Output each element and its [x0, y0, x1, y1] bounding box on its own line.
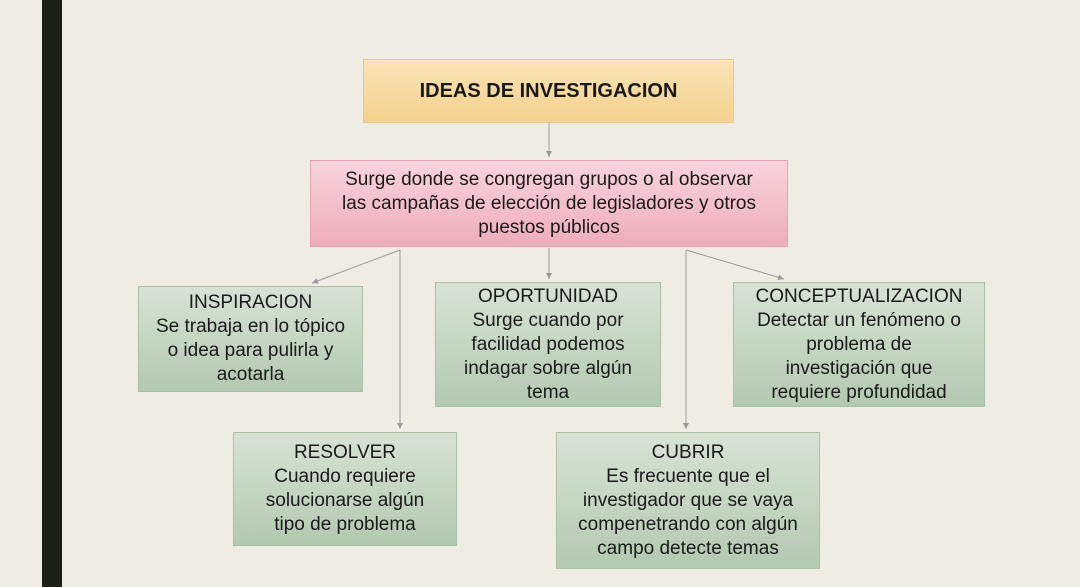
node-line: Se trabaja en lo tópico	[155, 316, 346, 337]
left-accent-bar	[42, 0, 62, 587]
subtitle-line: Surge donde se congregan grupos o al obs…	[345, 168, 753, 190]
node-line: problema de	[806, 333, 912, 355]
node-line: tema	[526, 381, 570, 403]
node-line: investigador que se vaya	[582, 489, 794, 511]
node-line: tipo de problema	[274, 514, 416, 535]
node-line: requiere profundidad	[771, 381, 947, 403]
node-oportunidad: OPORTUNIDAD Surge cuando por facilidad p…	[435, 282, 661, 407]
node-line: solucionarse algún	[265, 490, 425, 511]
title-box: IDEAS DE INVESTIGACION	[363, 59, 734, 123]
connector-to-conceptualizacion	[685, 249, 785, 281]
node-heading: CONCEPTUALIZACION	[755, 285, 963, 307]
node-line: facilidad podemos	[471, 333, 625, 355]
node-line: Detectar un fenómeno o	[757, 309, 961, 331]
node-line: indagar sobre algún	[464, 357, 632, 379]
node-heading: CUBRIR	[651, 441, 725, 463]
node-heading: INSPIRACION	[188, 292, 313, 313]
subtitle-line: las campañas de elección de legisladores…	[341, 192, 756, 214]
node-heading: RESOLVER	[293, 442, 397, 463]
node-resolver: RESOLVER Cuando requiere solucionarse al…	[233, 432, 457, 546]
subtitle-box: Surge donde se congregan grupos o al obs…	[310, 160, 788, 247]
node-line: Cuando requiere	[274, 466, 416, 487]
node-heading: OPORTUNIDAD	[477, 285, 619, 307]
connector-to-inspiracion	[311, 249, 401, 284]
node-cubrir: CUBRIR Es frecuente que el investigador …	[556, 432, 820, 569]
node-line: acotarla	[216, 364, 285, 385]
node-inspiracion: INSPIRACION Se trabaja en lo tópico o id…	[138, 286, 363, 392]
node-line: o idea para pulirla y	[167, 340, 334, 361]
node-line: campo detecte temas	[597, 537, 779, 559]
node-line: Surge cuando por	[472, 309, 624, 331]
subtitle-line: puestos públicos	[478, 216, 620, 238]
node-conceptualizacion: CONCEPTUALIZACION Detectar un fenómeno o…	[733, 282, 985, 407]
node-line: compenetrando con algún	[578, 513, 798, 535]
node-line: Es frecuente que el	[606, 465, 770, 487]
node-line: investigación que	[785, 357, 933, 379]
title-text: IDEAS DE INVESTIGACION	[419, 80, 678, 102]
